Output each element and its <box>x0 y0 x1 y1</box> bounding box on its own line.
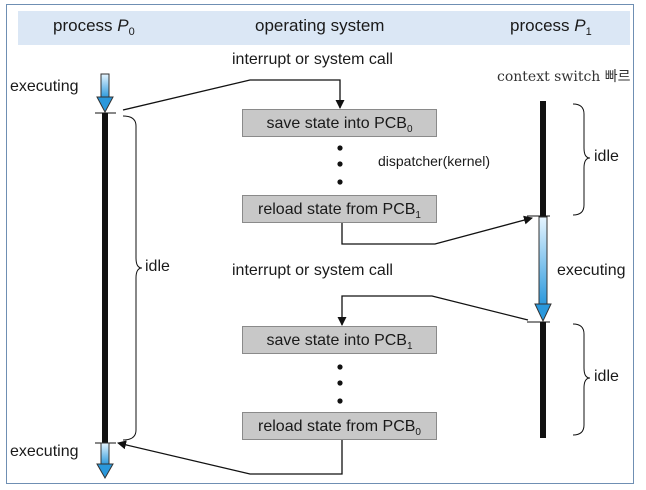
interrupt-arrow-p0-to-os <box>122 79 345 111</box>
p0-executing-arrow-top <box>96 73 114 114</box>
p0-executing-arrow-bottom <box>96 442 114 480</box>
interrupt-label-mid: interrupt or system call <box>232 262 393 279</box>
diagram-frame <box>6 4 634 484</box>
context-switch-annotation: context switch 빠르 <box>497 69 631 85</box>
reload-arrow-os-to-p0 <box>117 440 343 475</box>
interrupt-arrow-p1-to-os <box>337 295 529 326</box>
p0-idle-bar <box>102 113 108 443</box>
p0-executing-label-top: executing <box>10 78 79 95</box>
interrupt-label-top: interrupt or system call <box>232 51 393 68</box>
save-state-pcb0-box: save state into PCB0 <box>242 109 437 137</box>
reload-state-pcb1-box: reload state from PCB1 <box>242 195 437 223</box>
p0-idle-brace <box>122 115 143 441</box>
p0-idle-label: idle <box>145 258 170 275</box>
p1-idle-bar-top <box>540 101 546 216</box>
p1-idle-bar-bottom <box>540 322 546 438</box>
p0-executing-label-bottom: executing <box>10 443 79 460</box>
save-state-pcb1-box: save state into PCB1 <box>242 326 437 354</box>
process-p1-header: process P1 <box>510 16 592 38</box>
p1-idle-label-top: idle <box>594 148 619 165</box>
dispatcher-label: dispatcher(kernel) <box>378 153 491 169</box>
p1-executing-label: executing <box>557 262 626 279</box>
p1-idle-brace-top <box>572 103 591 216</box>
dots-upper <box>337 145 343 185</box>
reload-arrow-os-to-p1 <box>341 215 533 245</box>
p1-executing-arrow <box>534 216 552 323</box>
header-band <box>18 11 630 45</box>
p1-idle-label-bottom: idle <box>594 368 619 385</box>
p1-idle-brace-bottom <box>572 323 591 436</box>
process-p0-header: process P0 <box>53 16 135 38</box>
dots-lower <box>337 364 343 404</box>
reload-state-pcb0-box: reload state from PCB0 <box>242 412 437 440</box>
os-header: operating system <box>255 16 385 35</box>
